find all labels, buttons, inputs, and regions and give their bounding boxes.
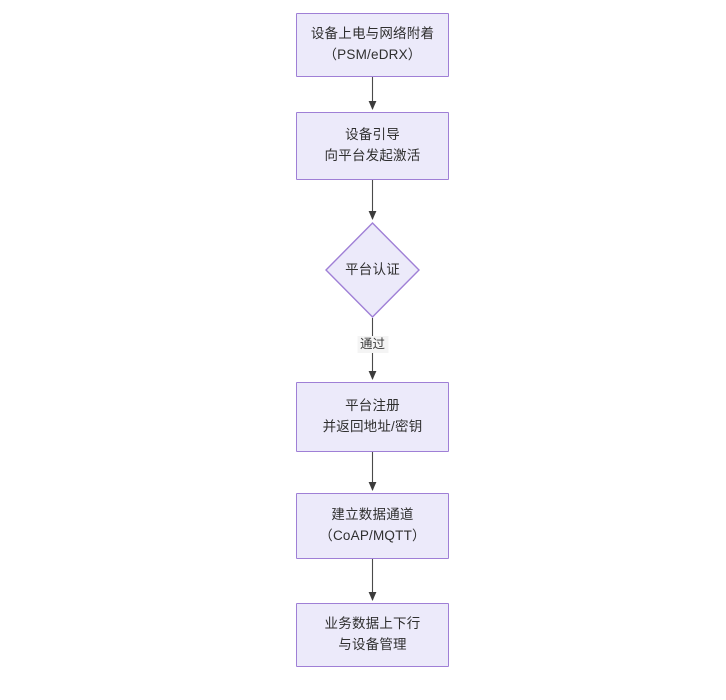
node-business-data-and-device-mgmt[interactable]: 业务数据上下行 与设备管理 [296, 603, 449, 667]
node-label-business-data-and-device-mgmt: 业务数据上下行 与设备管理 [324, 616, 421, 652]
node-establish-data-channel[interactable]: 建立数据通道 （CoAP/MQTT） [296, 493, 449, 559]
edge-label-pass: 通过 [356, 336, 389, 353]
node-device-power-on[interactable]: 设备上电与网络附着 （PSM/eDRX） [296, 13, 449, 77]
node-label-device-power-on: 设备上电与网络附着 （PSM/eDRX） [310, 26, 435, 62]
node-platform-register[interactable]: 平台注册 并返回地址/密钥 [296, 382, 449, 452]
node-label-establish-data-channel: 建立数据通道 （CoAP/MQTT） [319, 507, 426, 543]
node-label-platform-register: 平台注册 并返回地址/密钥 [322, 398, 423, 434]
node-label-device-bootstrap: 设备引导 向平台发起激活 [324, 127, 421, 163]
node-device-bootstrap[interactable]: 设备引导 向平台发起激活 [296, 112, 449, 180]
node-platform-auth[interactable]: 平台认证 [325, 222, 420, 318]
node-label-platform-auth: 平台认证 [345, 261, 400, 277]
diamond-shape [325, 222, 420, 318]
